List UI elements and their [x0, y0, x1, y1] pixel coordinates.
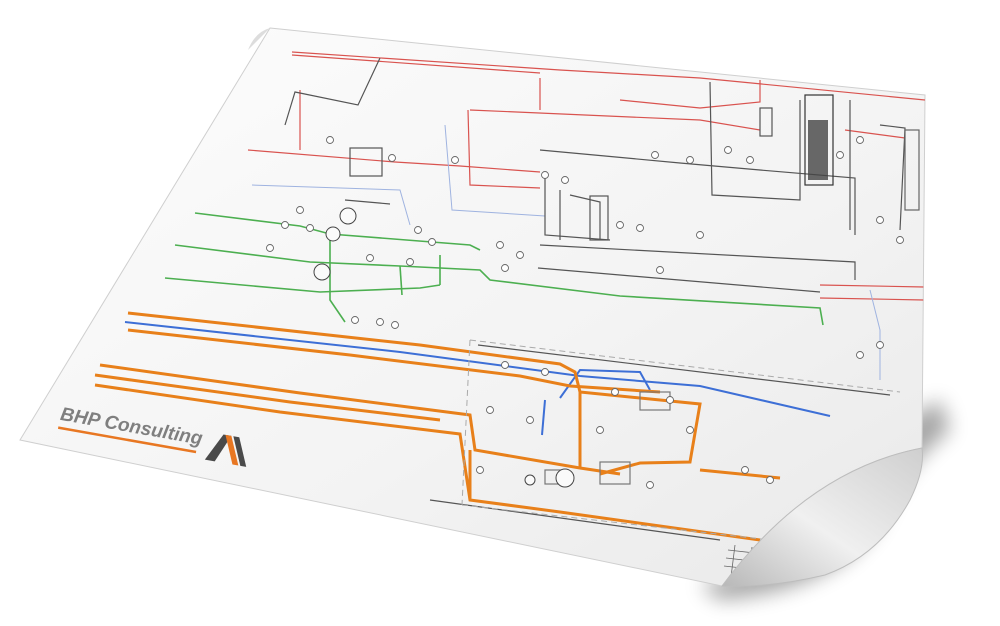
equipment-block	[349, 147, 383, 177]
equipment-block	[599, 461, 631, 485]
instrument-bubble	[296, 206, 304, 214]
instrument-bubble	[561, 176, 569, 184]
instrument-bubble	[836, 151, 844, 159]
instrument-bubble	[501, 361, 509, 369]
top-corner-curl	[248, 28, 270, 50]
instrument-bubble	[611, 388, 619, 396]
instrument-bubble	[306, 224, 314, 232]
brand-underline	[57, 426, 197, 454]
instrument-bubble	[656, 266, 664, 274]
cooling-lines	[124, 321, 831, 436]
instrument-bubble	[766, 476, 774, 484]
instrument-bubble	[856, 136, 864, 144]
instrument-bubble	[351, 316, 359, 324]
instrument-bubble	[526, 416, 534, 424]
area-boundary	[461, 339, 901, 541]
instrument-bubble	[686, 426, 694, 434]
instrument-bubble	[414, 226, 422, 234]
instrument-bubble	[366, 254, 374, 262]
instrument-bubble	[646, 481, 654, 489]
instrument-bubble	[281, 221, 289, 229]
equipment-blocks	[349, 94, 920, 485]
instrument-bubble	[651, 151, 659, 159]
instrument-bubble	[388, 154, 396, 162]
instrument-bubble	[856, 351, 864, 359]
instrument-bubble	[876, 341, 884, 349]
paper-sheet	[19, 27, 926, 587]
pump-symbol	[555, 468, 575, 488]
instrument-bubble	[541, 171, 549, 179]
instrument-bubble	[391, 321, 399, 329]
instrument-bubble	[486, 406, 494, 414]
brand-logo	[204, 434, 247, 467]
instrument-bubble	[686, 156, 694, 164]
aux-lines	[251, 124, 881, 380]
instrument-bubble	[596, 426, 604, 434]
instrument-bubble	[428, 238, 436, 246]
instrument-bubble	[746, 156, 754, 164]
instrument-bubble	[501, 264, 509, 272]
instrument-bubble	[476, 466, 484, 474]
instrument-bubble	[876, 216, 884, 224]
instrument-bubble	[516, 251, 524, 259]
instrument-bubble	[406, 258, 414, 266]
instrument-bubble	[541, 368, 549, 376]
instrument-bubble	[896, 236, 904, 244]
instrument-bubble	[451, 156, 459, 164]
equipment-block	[804, 94, 834, 186]
pump-symbol	[325, 226, 341, 242]
instrument-bubble	[741, 466, 749, 474]
equipment-block	[759, 107, 773, 137]
pid-drawing	[94, 51, 925, 586]
gas-lines	[94, 311, 781, 542]
equipment-outlines	[284, 57, 906, 541]
instrument-bubble	[724, 146, 732, 154]
steam-lines	[247, 51, 925, 301]
equipment-block	[904, 129, 920, 211]
instrument-bubble	[376, 318, 384, 326]
pump-symbol	[339, 207, 357, 225]
instrument-bubble	[496, 241, 504, 249]
instrument-bubble	[636, 224, 644, 232]
instrument-bubble	[666, 396, 674, 404]
heat-exchanger-block	[808, 120, 828, 180]
page-curl	[721, 447, 923, 587]
pump-symbol	[313, 263, 331, 281]
instrument-symbols	[266, 136, 904, 489]
instrument-bubble	[326, 136, 334, 144]
instrument-bubble	[696, 231, 704, 239]
instrument-bubble	[266, 244, 274, 252]
instrument-bubble	[616, 221, 624, 229]
pump-symbol	[524, 474, 536, 486]
equipment-block	[589, 195, 609, 241]
